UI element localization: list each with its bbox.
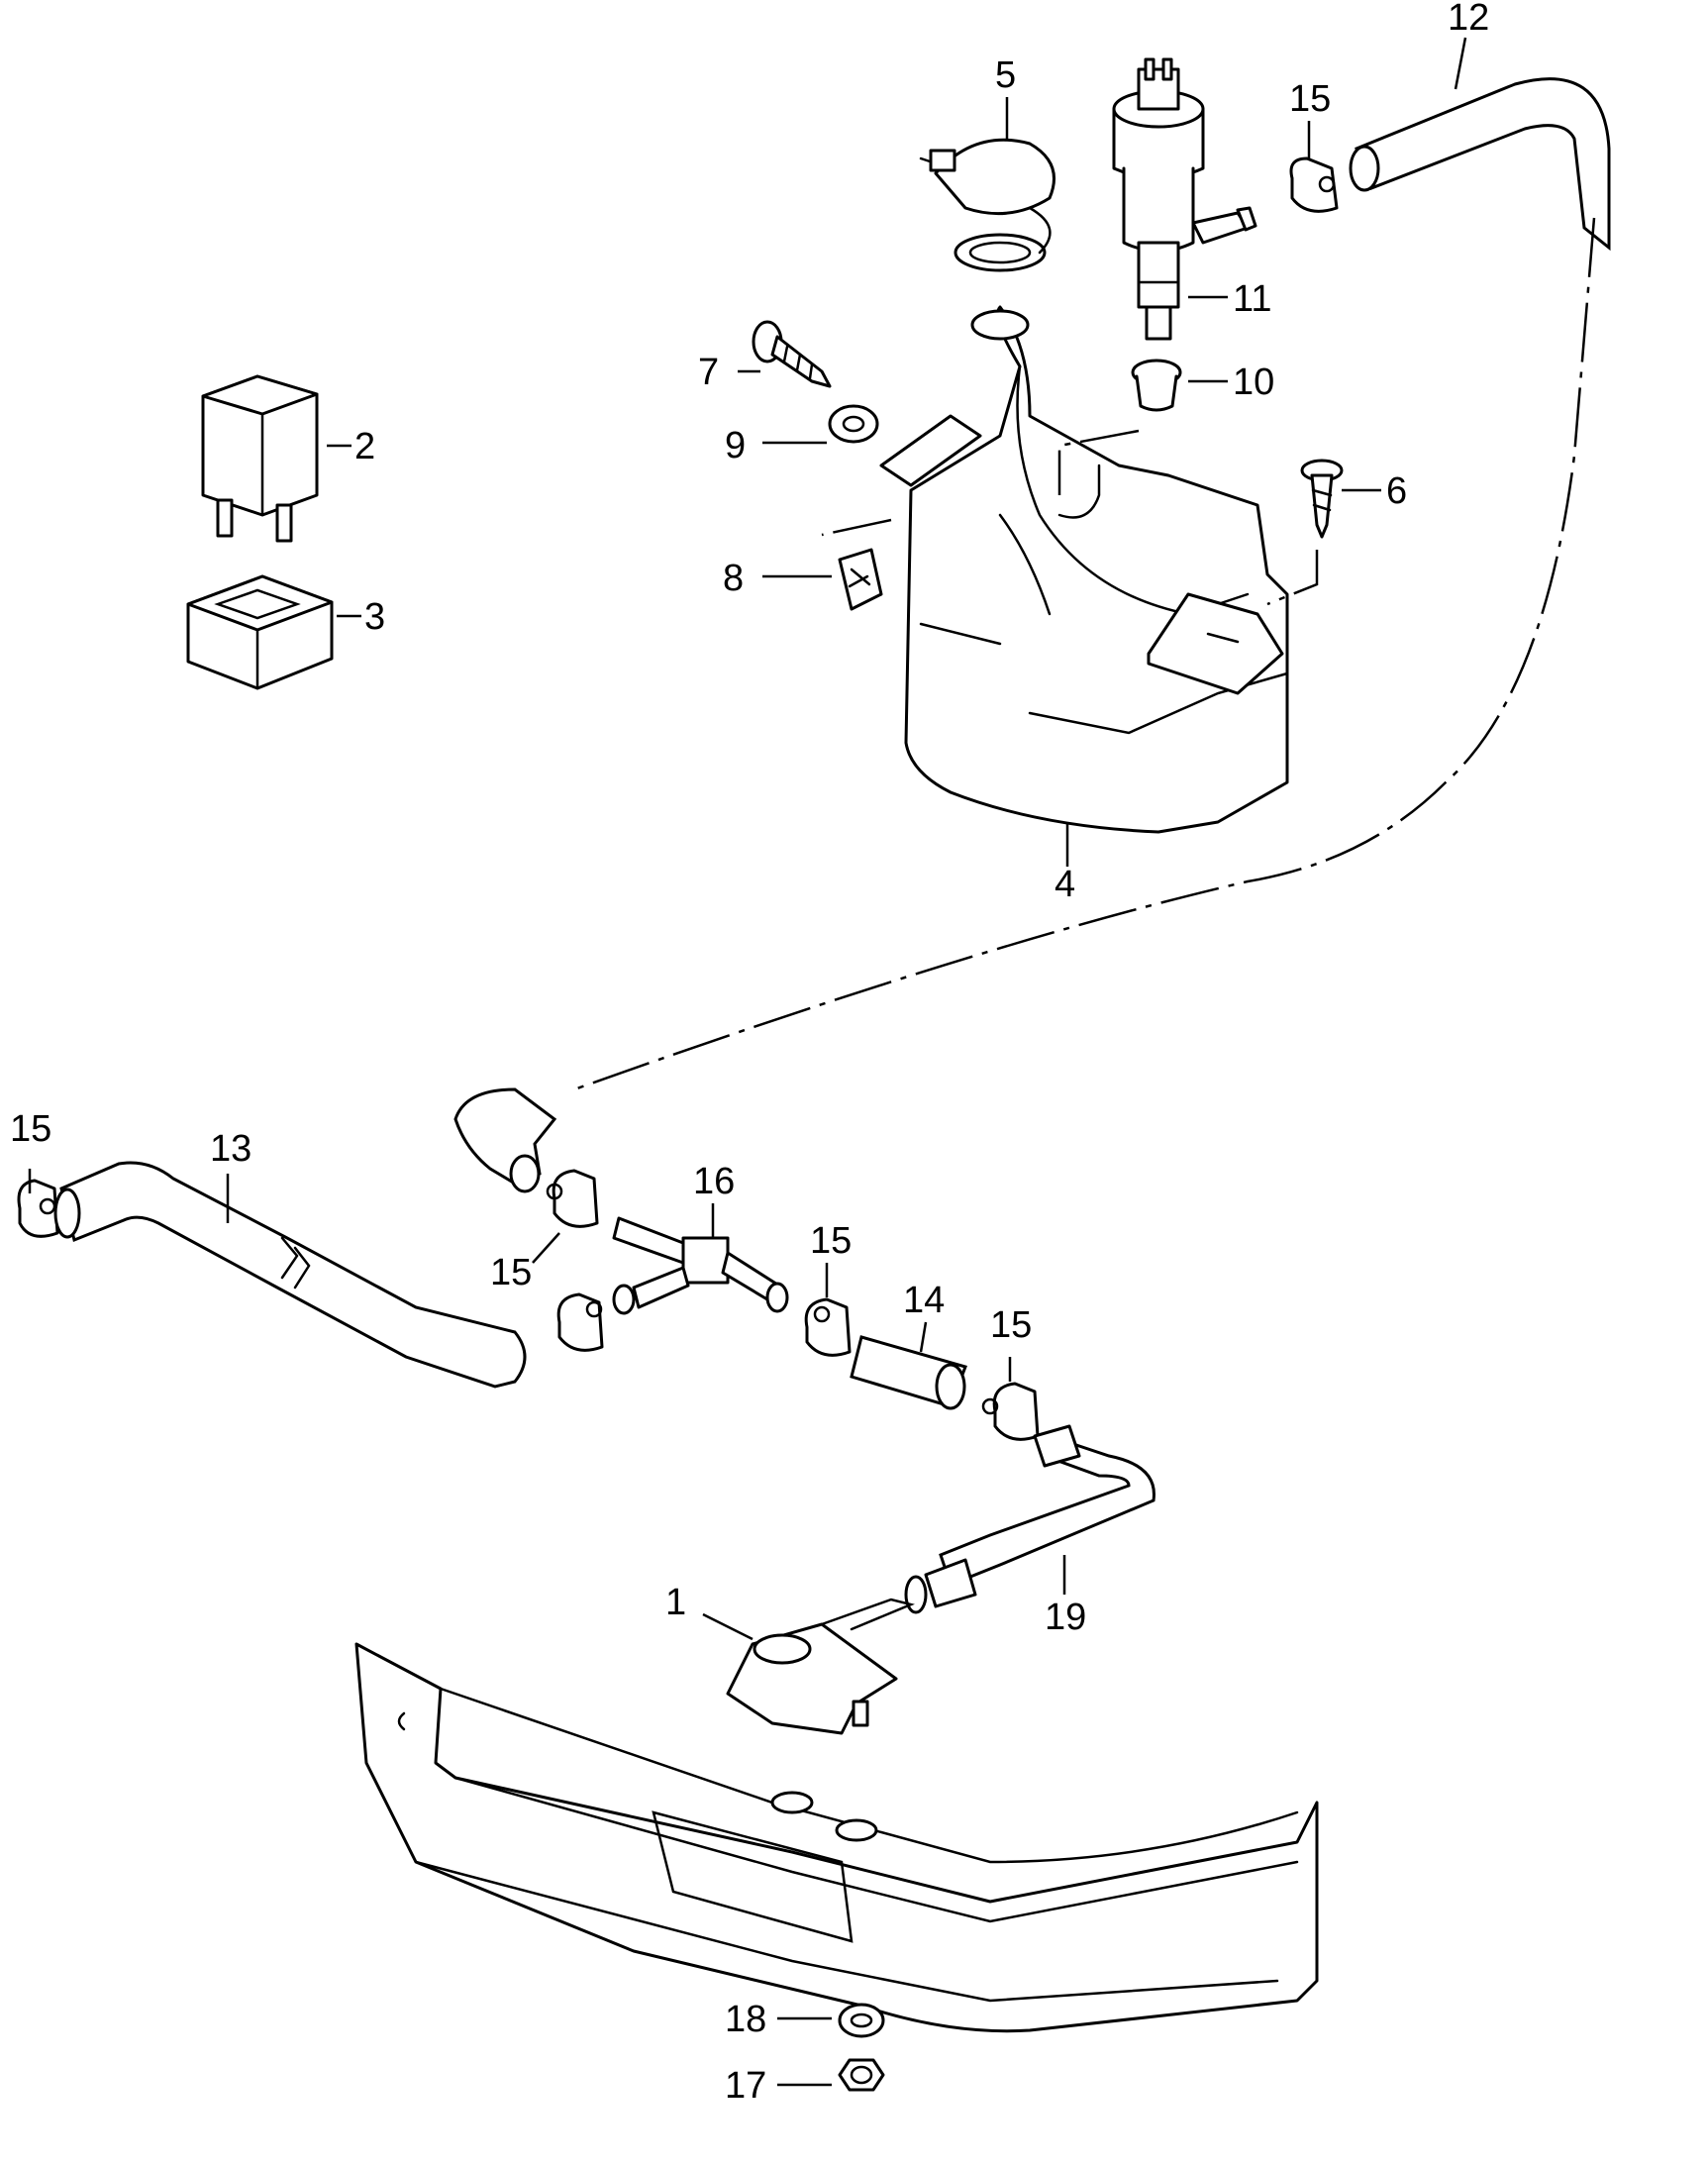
relay-socket-part [186,574,334,690]
washer-nozzle-part [726,1598,915,1735]
callout-4: 4 [1055,864,1075,905]
hose-clamp-left-part [17,1179,59,1238]
callout-13: 13 [210,1128,251,1170]
callout-15-mid2: 15 [810,1220,852,1262]
washer-9-part [828,404,879,444]
callout-2: 2 [354,426,375,467]
hose-clamp-mid3-part [804,1297,852,1357]
hose-branch-part [453,1087,557,1193]
nut-17-part [838,2058,885,2092]
t-connector-part [612,1216,789,1315]
hose-clamp-top-part [1289,156,1339,213]
hose-clamp-mid2-part [556,1292,604,1352]
hose-13-part [53,1161,527,1389]
callout-1: 1 [665,1582,686,1623]
callout-18: 18 [725,1999,766,2040]
callout-17: 17 [725,2065,766,2107]
callout-8: 8 [723,558,744,599]
callout-15-left: 15 [10,1108,51,1150]
callout-19: 19 [1045,1597,1086,1638]
callout-12: 12 [1448,0,1489,39]
hose-19-part [904,1424,1155,1614]
hose-clamp-mid1-part [546,1169,599,1228]
hose-14-part [850,1335,967,1410]
relay-part [201,374,319,543]
hose-12-part [1349,77,1611,252]
reservoir-cap-part [919,138,1055,272]
callout-3: 3 [364,596,385,638]
grommet-10-part [1131,359,1182,412]
screw-7-part [752,320,832,388]
routing-lines [573,217,1596,1091]
callout-11: 11 [1233,278,1271,320]
callout-6: 6 [1386,470,1407,512]
washer-pump-part [1112,57,1257,341]
hose-clamp-right-part [981,1382,1040,1441]
callout-14: 14 [903,1280,945,1321]
washer-18-part [838,2003,885,2038]
callout-labels: 1 2 3 4 5 6 7 8 9 10 11 12 13 14 15 15 1… [10,0,1489,2107]
callout-9: 9 [725,425,746,466]
callout-7: 7 [698,352,719,393]
callout-10: 10 [1233,361,1274,403]
leader-lines [28,37,1467,2087]
callout-16: 16 [693,1161,735,1202]
washer-reservoir-part [879,305,1289,834]
clip-8-part [838,548,883,611]
screw-6-part [1300,459,1344,539]
callout-15-mid1: 15 [490,1252,532,1293]
callout-5: 5 [995,54,1016,96]
callout-15-right: 15 [990,1304,1032,1346]
callout-15-top: 15 [1289,78,1331,120]
